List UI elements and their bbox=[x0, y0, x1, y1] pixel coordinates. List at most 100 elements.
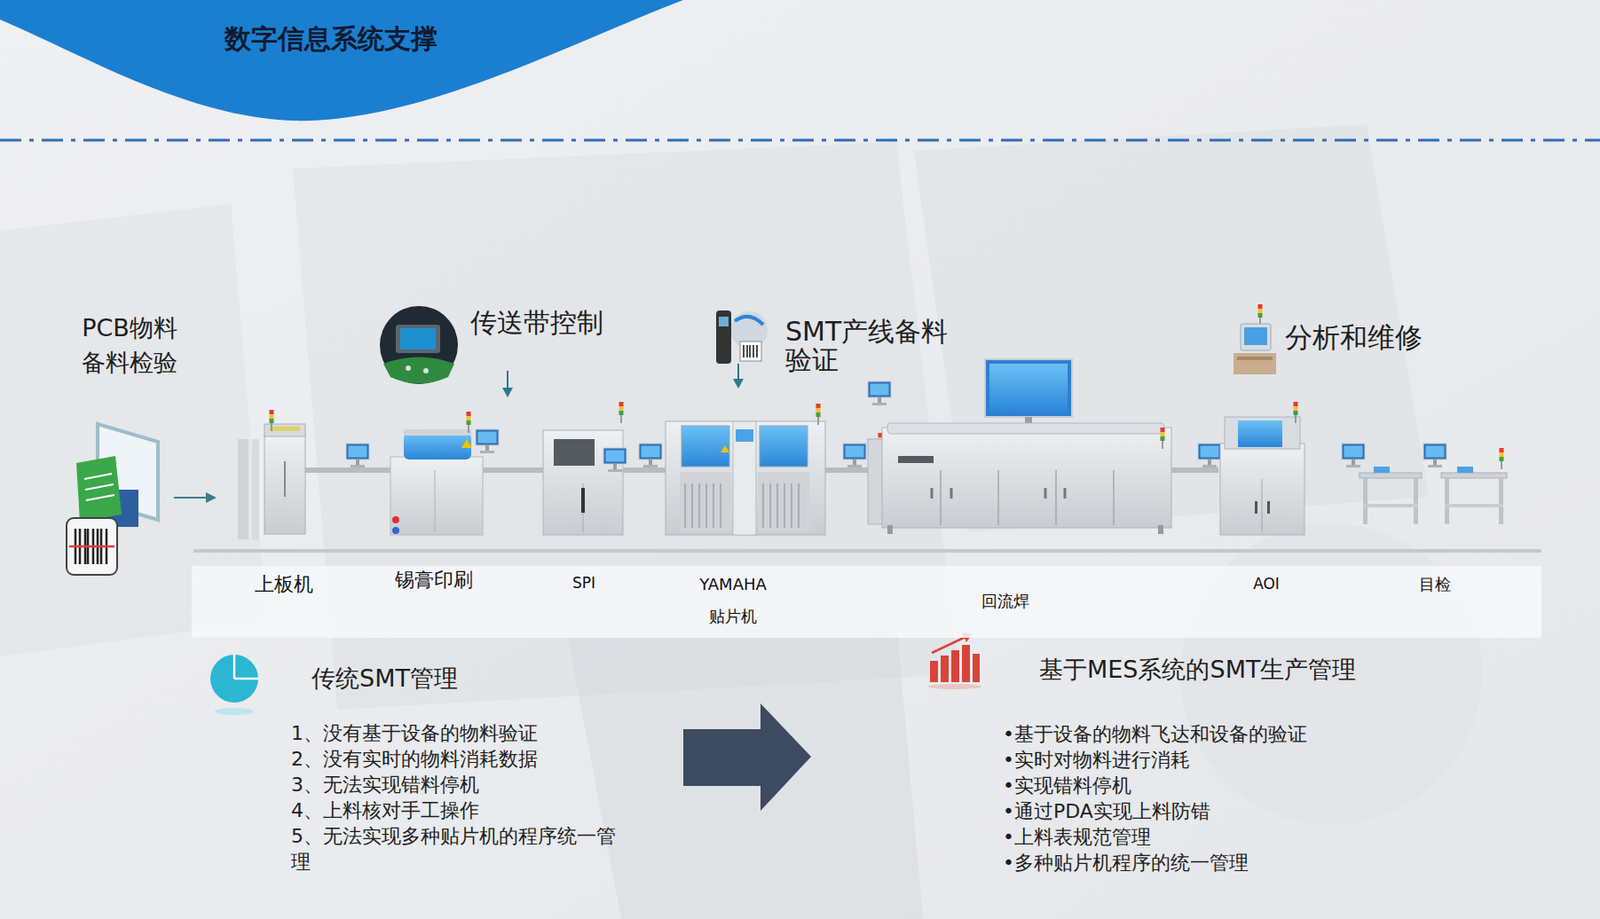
pick-and-place-machine bbox=[757, 472, 810, 533]
bar-chart-icon bbox=[928, 684, 982, 690]
pick-and-place-machine bbox=[679, 472, 732, 533]
reflow-oven bbox=[931, 488, 1065, 499]
conveyor-rail bbox=[482, 467, 545, 473]
loader-machine bbox=[237, 439, 249, 540]
inspection-tables bbox=[1373, 466, 1390, 473]
bar-chart-icon bbox=[961, 645, 970, 683]
reflow-oven bbox=[867, 359, 1172, 535]
pcb-material-icon bbox=[66, 424, 158, 576]
bar-chart-icon bbox=[972, 654, 980, 683]
machine-label: 上板机 bbox=[254, 571, 314, 598]
loader-machine bbox=[283, 461, 286, 497]
inspection-tables bbox=[1498, 478, 1504, 525]
printer-machine bbox=[390, 457, 483, 536]
spi-machine bbox=[543, 430, 623, 536]
aoi-machine bbox=[1198, 443, 1222, 468]
reflow-oven bbox=[887, 423, 1165, 434]
spi-machine bbox=[543, 401, 663, 536]
scanner-icon bbox=[743, 345, 757, 358]
scanner-icon bbox=[716, 310, 732, 364]
reflow-oven bbox=[989, 363, 1068, 413]
conveyor-control-icon bbox=[423, 368, 429, 374]
conveyor-control-icon bbox=[379, 306, 458, 385]
computer-icon bbox=[1233, 304, 1277, 375]
machine-label: AOI bbox=[1253, 574, 1280, 594]
scanner-icon bbox=[718, 316, 729, 327]
pick-and-place-machine bbox=[733, 421, 757, 536]
computer-icon bbox=[1233, 353, 1277, 375]
list-item: 1、没有基于设备的物料验证 bbox=[291, 720, 538, 747]
page-title: 数字信息系统支撑 bbox=[224, 22, 438, 56]
list-item: 5、无法实现多种贴片机的程序统一管理 bbox=[291, 823, 624, 875]
printer-machine bbox=[461, 439, 473, 449]
machine-label: 目检 bbox=[1418, 574, 1451, 595]
printer-machine bbox=[390, 411, 499, 536]
inspection-tables bbox=[1423, 443, 1447, 468]
aoi-machine bbox=[1198, 401, 1305, 536]
bullet-item: •上料表规范管理 bbox=[1002, 824, 1151, 851]
computer-icon bbox=[1237, 356, 1273, 361]
down-arrow bbox=[502, 387, 513, 398]
spi-machine bbox=[619, 401, 624, 424]
bar-chart-icon bbox=[940, 655, 949, 683]
big-arrow bbox=[683, 703, 812, 812]
conveyor-rail bbox=[622, 467, 668, 473]
loader-machine bbox=[269, 426, 300, 432]
pcb-material-icon bbox=[66, 518, 118, 576]
list-item: 2、没有实时的物料消耗数据 bbox=[291, 746, 538, 773]
spi-machine bbox=[581, 488, 585, 513]
aoi-machine bbox=[1267, 501, 1270, 514]
machine-label: 锡膏印刷 bbox=[394, 567, 473, 593]
scanner-icon bbox=[716, 310, 768, 364]
reflow-oven bbox=[867, 381, 891, 406]
printer-machine bbox=[475, 429, 499, 454]
loader-machine bbox=[264, 434, 306, 535]
conveyor-rail bbox=[193, 549, 1542, 553]
inspection-tables bbox=[1413, 478, 1419, 525]
machine-label-band: 上板机锡膏印刷SPIYAMAHA 贴片机回流焊AOI目检 bbox=[191, 566, 1542, 639]
flow-arrow bbox=[173, 492, 217, 504]
callout-label: SMT产线备料 验证 bbox=[785, 317, 963, 375]
title-banner bbox=[0, 0, 684, 121]
printer-machine bbox=[392, 527, 400, 535]
reflow-oven bbox=[867, 439, 884, 525]
bullet-item: •基于设备的物料飞达和设备的验证 bbox=[1002, 721, 1308, 748]
pie-icon bbox=[210, 654, 259, 716]
printer-machine bbox=[403, 429, 472, 436]
computer-icon bbox=[1258, 304, 1263, 326]
inspection-tables bbox=[1359, 472, 1422, 479]
conveyor-rail bbox=[823, 467, 873, 473]
title-banner bbox=[0, 0, 684, 121]
flow-arrow bbox=[205, 492, 217, 504]
spi-machine bbox=[603, 448, 627, 473]
bar-chart-icon bbox=[931, 637, 966, 654]
pick-and-place-machine bbox=[720, 445, 730, 453]
dash-dot-divider bbox=[0, 139, 1600, 142]
inspection-tables bbox=[1444, 478, 1450, 525]
pick-and-place-machine bbox=[843, 443, 867, 468]
pick-and-place-machine bbox=[816, 403, 821, 426]
reflow-oven bbox=[1160, 427, 1166, 450]
machine-label: YAMAHA 贴片机 bbox=[692, 568, 774, 633]
section-heading: 基于MES系统的SMT生产管理 bbox=[1039, 654, 1356, 686]
pcb-material-icon bbox=[84, 473, 115, 501]
reflow-oven bbox=[940, 470, 1114, 526]
reflow-oven bbox=[887, 525, 893, 535]
aoi-machine bbox=[1293, 401, 1299, 424]
down-arrow bbox=[733, 363, 744, 389]
bullet-item: •实时对物料进行消耗 bbox=[1002, 747, 1191, 773]
printer-machine bbox=[434, 470, 436, 533]
bullet-item: •多种贴片机程序的统一管理 bbox=[1002, 850, 1249, 876]
inspection-tables bbox=[1457, 466, 1474, 473]
inspection-tables bbox=[1341, 443, 1507, 525]
callout-label: PCB物料 备料检验 bbox=[71, 310, 188, 380]
computer-icon bbox=[1244, 327, 1268, 346]
section-heading: 传统SMT管理 bbox=[311, 662, 458, 695]
inspection-tables bbox=[1499, 448, 1505, 470]
machine-label: SPI bbox=[572, 573, 596, 593]
pick-and-place-machine bbox=[665, 403, 867, 536]
